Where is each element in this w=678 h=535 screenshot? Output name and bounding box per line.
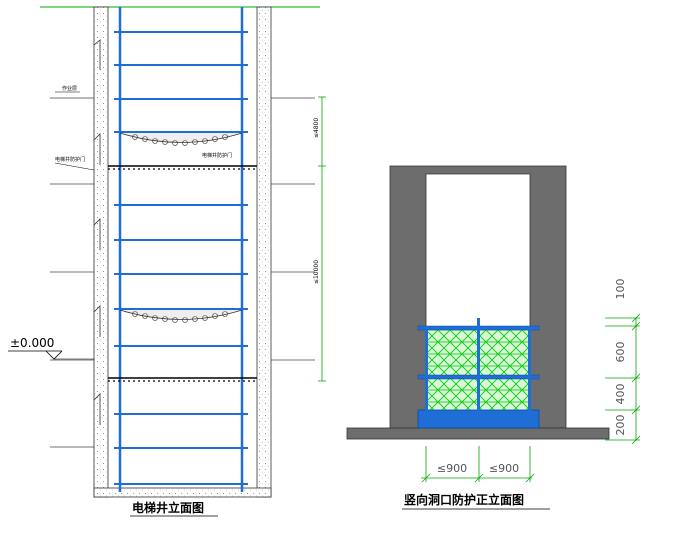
note-door-left: 电梯井防护门 — [55, 156, 85, 163]
dim-bottom-left: ≤900 — [437, 462, 467, 475]
dim-upper-label: ≤4800 — [313, 118, 320, 138]
dimension-right — [605, 313, 641, 445]
safety-net-lower — [119, 309, 243, 323]
dimension-lower: ≤10000 — [313, 166, 326, 382]
elevator-shaft-elevation: 作业层 电梯井防护门 电梯井防护门 ±0.000 ≤4800 ≤10000 电梯… — [8, 6, 326, 517]
dimension-upper: ≤4800 — [313, 96, 326, 167]
pit-bottom — [93, 487, 272, 498]
dim-right-600: 600 — [614, 342, 627, 363]
shaft-wall-left — [93, 6, 109, 498]
shaft-wall-right — [256, 6, 272, 498]
safety-net-upper — [119, 132, 243, 146]
dim-right-400: 400 — [614, 384, 627, 405]
floor-slab — [346, 427, 610, 440]
floor-slabs — [50, 97, 315, 448]
post-left — [425, 326, 428, 411]
vertical-opening-protection: 100 600 400 200 ≤900 ≤900 竖向洞口防护正立面图 — [346, 165, 641, 510]
note-door-right: 电梯井防护门 — [202, 152, 232, 159]
dim-right-100: 100 — [614, 279, 627, 300]
dim-lower-label: ≤10000 — [313, 260, 320, 284]
dim-bottom-right: ≤900 — [489, 462, 519, 475]
door-openings — [93, 39, 101, 425]
post-right — [528, 326, 531, 411]
left-title: 电梯井立面图 — [132, 500, 204, 515]
protection-deck-lower — [108, 377, 257, 382]
right-title: 竖向洞口防护正立面图 — [404, 492, 524, 507]
post-center — [477, 318, 480, 411]
horizontal-bars — [114, 31, 248, 485]
note-rest-layer: 作业层 — [62, 85, 77, 92]
level-marker: ±0.000 — [8, 336, 94, 360]
protection-deck-upper — [108, 165, 257, 170]
dimension-bottom — [421, 446, 535, 483]
level-label: ±0.000 — [10, 336, 54, 350]
dim-right-200: 200 — [614, 415, 627, 436]
kickboard — [417, 409, 540, 429]
